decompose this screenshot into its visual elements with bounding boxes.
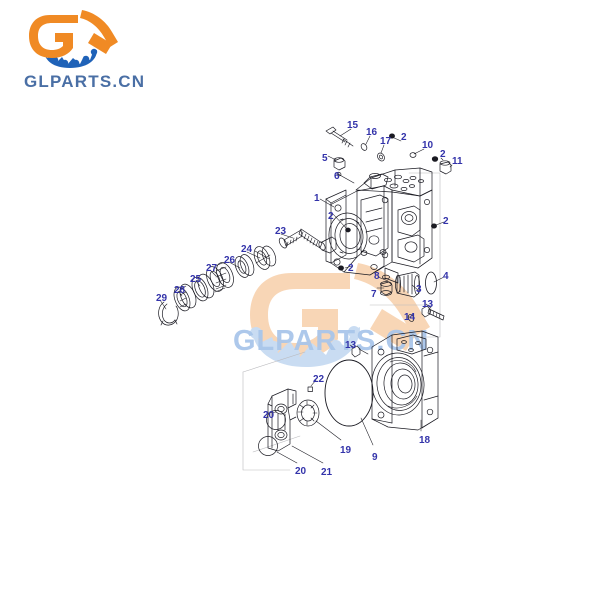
callout-6: 6 xyxy=(334,171,340,182)
callout-18: 18 xyxy=(419,435,431,446)
excavator-sprocket-logo-icon xyxy=(29,10,118,68)
callout-20-upper: 20 xyxy=(263,410,275,421)
callout-2-left: 2 xyxy=(328,211,334,222)
callout-5: 5 xyxy=(322,153,328,164)
callout-15: 15 xyxy=(347,120,359,131)
callout-29: 29 xyxy=(156,293,168,304)
callout-2-top: 2 xyxy=(401,132,407,143)
callout-26: 26 xyxy=(224,255,236,266)
brand-name-text: GLPARTS.CN xyxy=(24,72,146,91)
callout-24: 24 xyxy=(241,244,253,255)
callout-2-upper-right: 2 xyxy=(440,149,446,160)
callout-2-lower: 2 xyxy=(348,263,354,274)
callout-13-upper: 13 xyxy=(422,299,434,310)
callout-1: 1 xyxy=(314,193,320,204)
callout-4: 4 xyxy=(443,271,449,282)
callout-20-lower: 20 xyxy=(295,466,307,477)
callout-16: 16 xyxy=(366,127,378,138)
callout-25: 25 xyxy=(190,274,202,285)
brand-logo[interactable]: GLPARTS.CN xyxy=(22,6,146,96)
callout-9: 9 xyxy=(372,452,378,463)
callout-28: 28 xyxy=(174,285,186,296)
callout-14: 14 xyxy=(404,312,416,323)
callout-7: 7 xyxy=(371,289,377,300)
callout-11: 11 xyxy=(452,156,463,167)
callout-23: 23 xyxy=(275,226,287,237)
callout-22: 22 xyxy=(313,374,325,385)
callout-8: 8 xyxy=(374,271,380,282)
callout-21: 21 xyxy=(321,467,333,478)
callout-2-right: 2 xyxy=(443,216,449,227)
callout-10: 10 xyxy=(422,140,434,151)
callout-3: 3 xyxy=(416,284,422,295)
callout-19: 19 xyxy=(340,445,352,456)
callout-13-lower: 13 xyxy=(345,340,357,351)
callout-27: 27 xyxy=(206,263,218,274)
callout-17: 17 xyxy=(380,136,392,147)
